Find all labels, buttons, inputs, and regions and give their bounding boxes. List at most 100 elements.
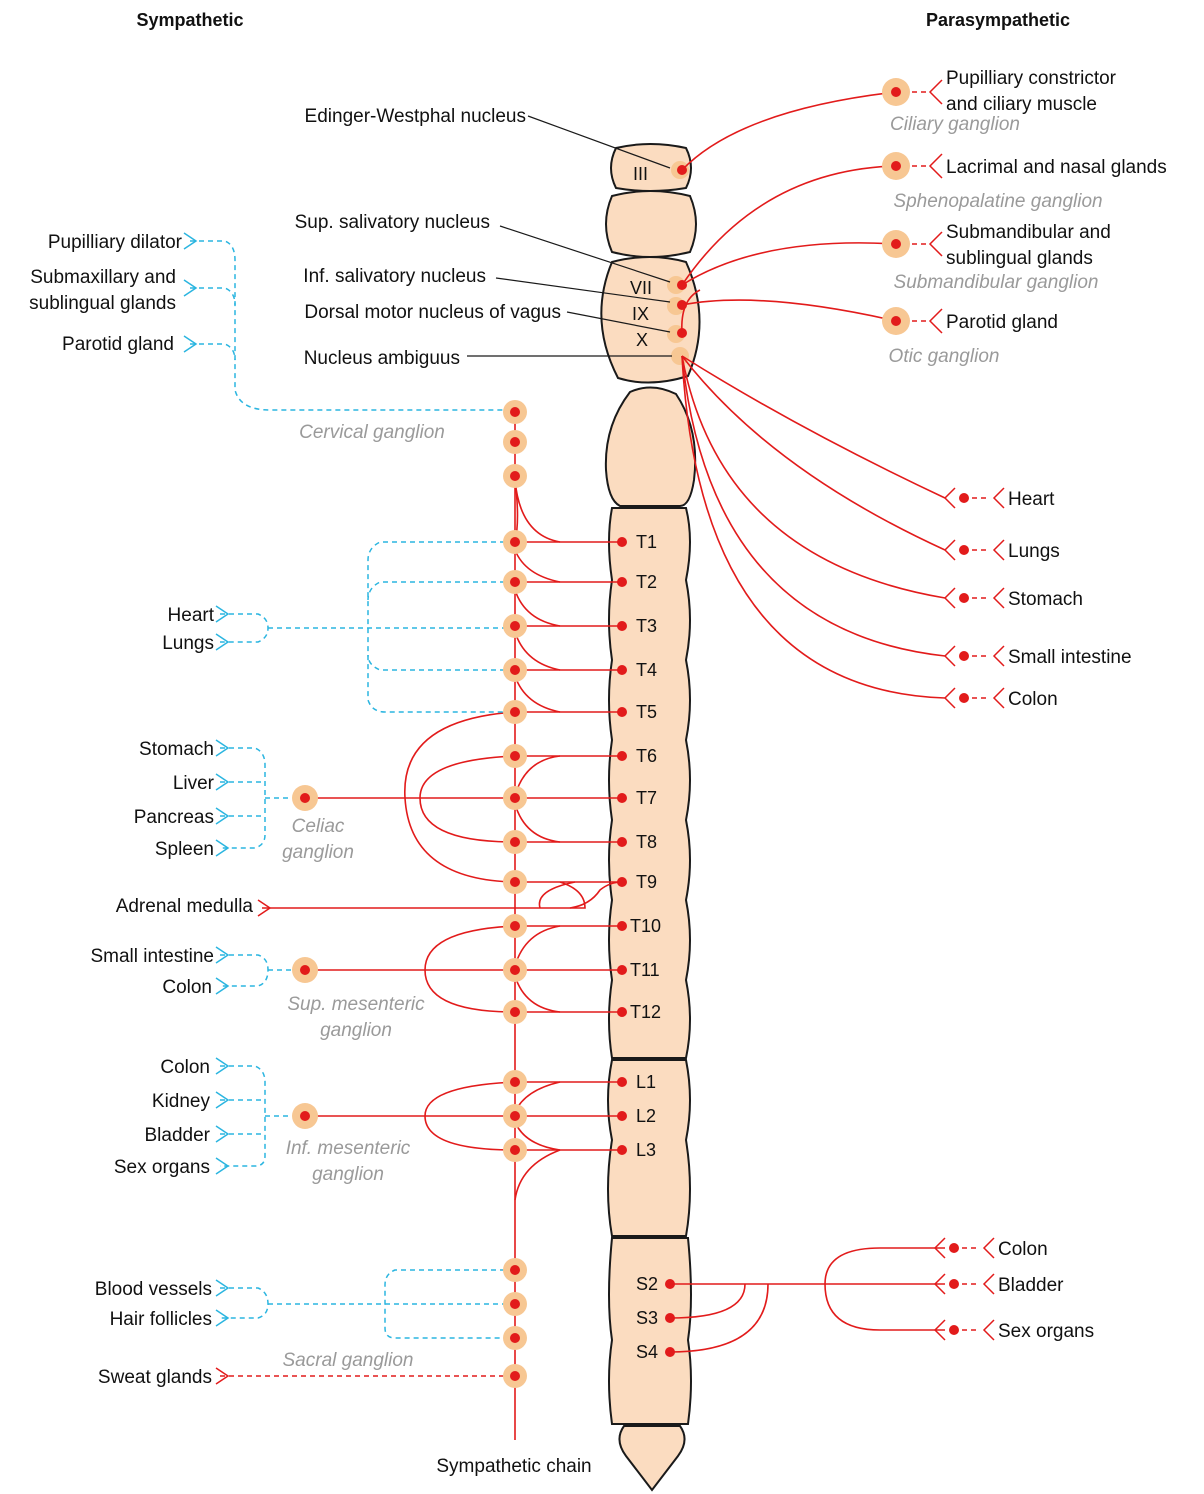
sphenopalatine-ganglion-node [882,152,910,180]
ganglion [503,744,527,768]
ganglion [503,830,527,854]
segment-label: T5 [636,702,657,722]
segment-label: T3 [636,616,657,636]
target-label: Small intestine [1008,647,1132,668]
vagal-target-dots [949,493,969,1335]
segment-label: T4 [636,660,657,680]
segment-label: L1 [636,1072,656,1092]
nucleus-label: Edinger-Westphal nucleus [305,106,526,127]
target-label: Hair follicles [110,1309,212,1330]
ganglion [503,570,527,594]
segment-label: T11 [630,960,660,980]
target-label: Liver [173,773,215,794]
midbrain-segment [610,143,692,192]
brainstem-label-x: X [636,330,648,350]
submandibular-ganglion-node [882,230,910,258]
sup-mesenteric-ganglion-label: Sup. mesenteric [287,994,425,1015]
inf-mesenteric-ganglion-label-2: ganglion [312,1164,384,1185]
red-target-endings [215,899,272,1385]
segment-label: T12 [630,1002,661,1022]
sympathetic-preganglionic-fibers [262,479,623,1201]
target-label: Blood vessels [95,1279,212,1300]
target-label: Spleen [155,839,214,860]
target-label: Adrenal medulla [116,896,254,917]
segment-label: S2 [636,1274,658,1294]
sacral-cord-segment [608,1237,692,1425]
target-label: Lungs [1008,541,1060,562]
target-label: Colon [160,1057,210,1078]
target-label: Submandibular and [946,222,1111,243]
ganglion [503,1104,527,1128]
target-label: Colon [162,977,212,998]
brainstem-label-ix: IX [632,304,649,324]
ganglion [503,1138,527,1162]
ganglion [503,914,527,938]
sympathetic-target-endings [183,232,230,1327]
brainstem-label-vii: VII [630,278,652,298]
sympathetic-chain-label: Sympathetic chain [436,1456,591,1477]
ganglion [503,464,527,488]
target-label: Sex organs [114,1157,210,1178]
vagal-target-endings [933,487,1005,1341]
target-label: Stomach [1008,589,1083,610]
otic-ganglion-node [882,307,910,335]
pons-upper-segment [605,190,697,258]
segment-label: T6 [636,746,657,766]
target-label: Colon [998,1239,1048,1260]
segment-label: T1 [636,532,657,552]
sympathetic-chain-ganglia [503,400,527,1388]
segment-label: T10 [630,916,661,936]
parasympathetic-header: Parasympathetic [926,10,1070,30]
nucleus-label: Dorsal motor nucleus of vagus [304,302,561,323]
ganglion [503,786,527,810]
target-label: sublingual glands [946,248,1093,269]
segment-label: S3 [636,1308,658,1328]
target-label: Colon [1008,689,1058,710]
ganglion [503,400,527,424]
segment-label: S4 [636,1342,658,1362]
nucleus-label: Nucleus ambiguus [304,348,460,369]
cranial-postganglionic-endings [912,79,943,334]
ganglion [503,1326,527,1350]
ciliary-ganglion-node [882,78,910,106]
target-label: Sweat glands [98,1367,212,1388]
target-label: Small intestine [90,946,214,967]
target-label: Pupilliary constrictor [946,68,1117,89]
target-label: sublingual glands [29,293,176,314]
sympathetic-header: Sympathetic [136,10,243,30]
inf-mesenteric-ganglion-label: Inf. mesenteric [286,1138,411,1159]
target-label: Heart [1008,489,1055,510]
ganglion [503,430,527,454]
segment-label: L3 [636,1140,656,1160]
sympathetic-postganglionic-fibers [190,240,505,1339]
cervical-ganglion-label: Cervical ganglion [299,422,445,443]
target-label: Lungs [162,633,214,654]
sacral-ganglion-label: Sacral ganglion [283,1350,414,1371]
ganglion [503,1292,527,1316]
spinal-cord [600,143,701,1492]
segment-label: L2 [636,1106,656,1126]
target-label: Kidney [152,1091,211,1112]
nucleus-leader-lines [467,115,672,357]
ganglion [503,530,527,554]
celiac-ganglion-label-2: ganglion [282,842,354,863]
target-label: Bladder [145,1125,211,1146]
sup-mesenteric-ganglion-node [292,957,318,983]
parasympathetic-fibers [669,91,946,1353]
target-label: Stomach [139,739,214,760]
target-label: Lacrimal and nasal glands [946,157,1167,178]
segment-label: T7 [636,788,657,808]
segment-label: T8 [636,832,657,852]
target-label: and ciliary muscle [946,94,1097,115]
ciliary-ganglion-label: Ciliary ganglion [890,114,1020,135]
nucleus-label: Sup. salivatory nucleus [295,212,490,233]
target-label: Heart [168,605,215,626]
segment-label: T9 [636,872,657,892]
ganglion [503,700,527,724]
submandibular-ganglion-label: Submandibular ganglion [894,272,1099,293]
target-label: Parotid gland [946,312,1058,333]
target-label: Parotid gland [62,334,174,355]
thoracic-cord-segment [608,507,691,1059]
ganglion [503,870,527,894]
